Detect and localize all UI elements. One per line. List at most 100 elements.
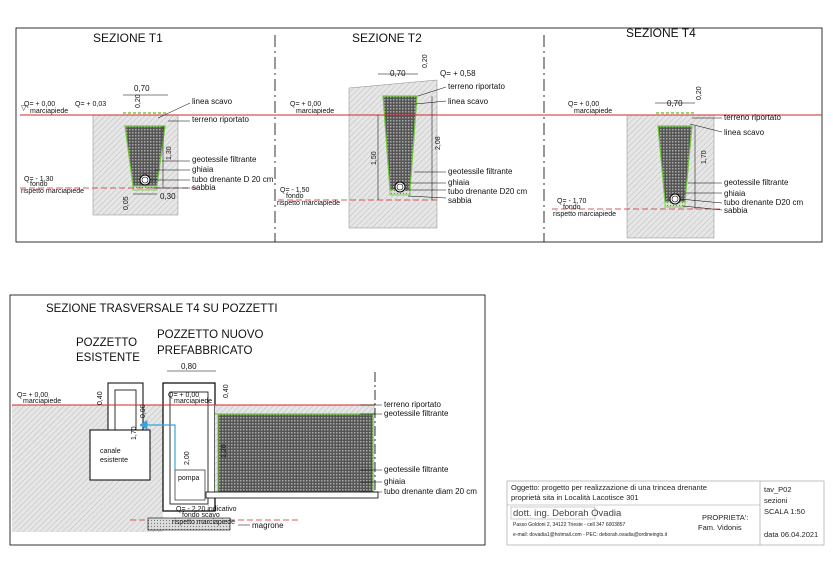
dim-width: 0,80: [181, 362, 197, 371]
section-t2-title: SEZIONE T2: [352, 31, 422, 45]
label-sabbia: sabbia: [724, 206, 748, 215]
label-geotessile: geotessile filtrante: [192, 155, 257, 164]
pozzetto-esistente-1: POZZETTO: [76, 337, 137, 349]
label-tubo: tubo drenante D20 cm: [724, 198, 803, 207]
pozzetto-nuovo-2: PREFABBRICATO: [157, 345, 252, 357]
section-t2: SEZIONE T2 0,70 0,20 Q= + 0,58 2,08 1,50…: [275, 31, 544, 229]
proprieta-label: PROPRIETA':: [702, 513, 749, 522]
rispetto-label: rispetto marciapiede: [277, 200, 340, 207]
pozzetto-esistente-2: ESISTENTE: [76, 352, 140, 364]
magrone-label: magrone: [252, 521, 284, 530]
dim-width: 0,70: [390, 69, 406, 78]
engineer-email: e-mail: dovadia1@hotmail.com - PEC: debo…: [513, 532, 668, 538]
fondo-label: fondo: [30, 181, 48, 188]
dim-base: 0,30: [160, 192, 176, 201]
drain-pipe-icon: [669, 193, 681, 205]
label-geotessile: geotessile filtrante: [724, 178, 789, 187]
label-tubo: tubo drenante D 20 cm: [192, 175, 274, 184]
level-fondo: Q= - 1,70: [557, 198, 586, 205]
engineer-address: Passo Goldoni 2, 34122 Trieste - cell 34…: [513, 522, 626, 528]
oggetto-line-2: proprietà sita in Località Lacotisce 301: [511, 493, 639, 502]
level-zero-sub: marciapiede: [574, 108, 612, 115]
tav-content: sezioni: [764, 496, 788, 505]
pozzetto-nuovo-1: POZZETTO NUOVO: [157, 329, 264, 341]
label-linea-scavo: linea scavo: [448, 97, 489, 106]
level-zero: Q= + 0,00: [568, 101, 599, 108]
dim-200: 2,00: [184, 451, 191, 465]
level-zero: Q= + 0,00: [24, 101, 55, 108]
section-trasversale-title: SEZIONE TRASVERSALE T4 SU POZZETTI: [46, 303, 278, 315]
label-sabbia: sabbia: [448, 196, 472, 205]
dim-bottom: 0,05: [123, 196, 130, 210]
fondo-label: fondo: [286, 193, 304, 200]
level-plus: Q= + 0,03: [75, 101, 106, 108]
drain-pipe-icon: [139, 174, 151, 186]
label-ghiaia: ghiaia: [384, 477, 406, 486]
section-trasversale: SEZIONE TRASVERSALE T4 SU POZZETTI POZZE…: [9, 294, 486, 546]
fondo-scavo: fondo scavo: [182, 512, 220, 519]
label-terreno: terreno riportato: [192, 115, 249, 124]
tav-date: data 06.04.2021: [764, 530, 819, 539]
label-geotessile: geotessile filtrante: [448, 167, 513, 176]
label-linea-scavo: linea scavo: [724, 128, 765, 137]
dim-depth: 1,70: [701, 150, 708, 164]
dim-top: 0,20: [422, 54, 429, 68]
level-zero-left: Q= + 0,00: [17, 392, 48, 399]
section-t4: SEZIONE T4 0,70 0,20 1,70 Q= + 0,00 marc…: [544, 26, 822, 239]
section-t1: SEZIONE T1 0,70 0,20 1,30 0,05 0,30 Q= +…: [20, 31, 275, 216]
label-geotessile-2: geotessile filtrante: [384, 465, 449, 474]
canale-esistente: [89, 429, 151, 481]
dim-depth: 1,30: [166, 146, 173, 160]
level-fondo: Q= - 2,20 indicativo: [176, 506, 237, 513]
top-sections-frame: [15, 27, 823, 243]
dim-090: 0,90: [140, 404, 147, 418]
section-t1-title: SEZIONE T1: [93, 31, 163, 45]
dim-width: 0,70: [667, 99, 683, 108]
level-fondo: Q= - 1,50: [280, 187, 309, 194]
level-zero-sub: marciapiede: [30, 108, 68, 115]
canale-2: esistente: [100, 457, 128, 464]
level-zero-left-sub: marciapiede: [23, 398, 61, 405]
section-t4-title: SEZIONE T4: [626, 26, 696, 40]
label-geotessile-1: geotessile filtrante: [384, 409, 449, 418]
gravel-fill: [217, 413, 374, 493]
label-tubo: tubo drenante D20 cm: [448, 187, 527, 196]
dim-040-a: 0,40: [97, 391, 104, 405]
tav-scale: SCALA 1:50: [764, 507, 805, 516]
oggetto-line-1: Oggetto: progetto per realizzazione di u…: [511, 483, 707, 492]
proprieta-value: Fam. Vidonis: [698, 523, 742, 532]
pompa-box: [174, 469, 206, 501]
section-frame: [9, 294, 486, 546]
dim-040-b: 0,40: [223, 384, 230, 398]
level-plus: Q= + 0,58: [440, 69, 476, 78]
label-terreno: terreno riportato: [448, 82, 505, 91]
drain-pipe-icon: [394, 181, 406, 193]
dim-170: 1,70: [131, 426, 138, 440]
magrone-block: [147, 517, 231, 531]
dim-total: 2,08: [435, 136, 442, 150]
title-block: Oggetto: progetto per realizzazione di u…: [507, 481, 824, 545]
engineer-name: dott. ing. Deborah Ovadia: [513, 508, 622, 519]
fondo-label: fondo: [563, 204, 581, 211]
level-zero-sub: marciapiede: [296, 108, 334, 115]
dim-top: 0,20: [696, 86, 703, 100]
label-ghiaia: ghiaia: [192, 165, 214, 174]
dim-120: 1,20: [221, 444, 228, 458]
label-tubo: tubo drenante diam 20 cm: [384, 487, 477, 496]
tubo-drenante: [205, 491, 379, 499]
label-terreno: terreno riportato: [724, 113, 781, 122]
level-fondo: Q= - 1,30: [24, 176, 53, 183]
label-ghiaia: ghiaia: [448, 178, 470, 187]
rispetto-label: rispetto marciapiede: [172, 519, 235, 526]
dim-width: 0,70: [134, 84, 150, 93]
canale-1: canale: [100, 448, 121, 455]
level-zero-mid: Q= + 0,00: [168, 392, 199, 399]
label-linea-scavo: linea scavo: [192, 97, 233, 106]
label-ghiaia: ghiaia: [724, 189, 746, 198]
pipe-blue: [140, 424, 176, 470]
level-marker-icon: ▽: [21, 105, 27, 112]
dim-top: 0,20: [135, 94, 142, 108]
level-zero-mid-sub: marciapiede: [174, 398, 212, 405]
dim-depth: 1,50: [371, 151, 378, 165]
